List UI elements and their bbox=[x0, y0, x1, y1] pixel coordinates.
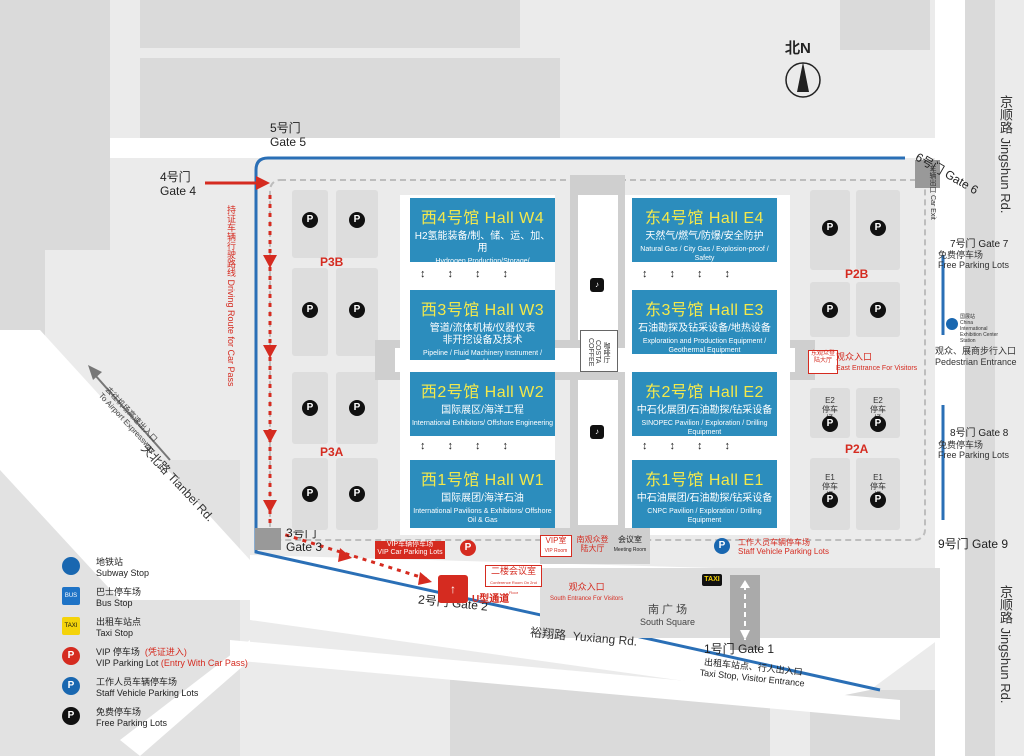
free-parking-icon: P bbox=[822, 220, 838, 236]
free-parking-icon: P bbox=[302, 400, 318, 416]
free-parking-icon: P bbox=[822, 302, 838, 318]
free-parking-icon: P bbox=[870, 220, 886, 236]
jingshun-road-label: 京顺路 Jingshun Rd. bbox=[998, 95, 1013, 214]
vip-parking-icon: P bbox=[62, 647, 80, 665]
cafe: 咖啡厅 COSTA COFFEE bbox=[580, 330, 618, 372]
corridor-arrows: ↕↕↕↕ bbox=[420, 268, 530, 280]
north-road bbox=[110, 138, 935, 158]
bus-icon: BUS bbox=[62, 587, 80, 605]
restaurant-icon: ♪ bbox=[590, 278, 604, 292]
zone-p2a: P2A bbox=[845, 442, 869, 456]
free-parking-icon: P bbox=[822, 416, 838, 432]
south-visitor-hall: 南观众登陆大厅 bbox=[576, 535, 609, 553]
bg-block bbox=[965, 0, 995, 756]
east-hall-box: 东观众登陆大厅 bbox=[808, 350, 838, 374]
vip-parking-icon: P bbox=[460, 540, 476, 556]
u-turn-icon: ↑ bbox=[438, 575, 468, 603]
free-parking-icon: P bbox=[62, 707, 80, 725]
zone-p2b: P2B bbox=[845, 267, 869, 281]
bg-block bbox=[140, 0, 520, 48]
restaurant-icon: ♪ bbox=[590, 425, 604, 439]
zone-p3b: P3B bbox=[320, 255, 344, 269]
gate-1: 1号门 Gate 1 bbox=[704, 642, 775, 656]
corridor-arrows: ↕↕↕↕ bbox=[642, 268, 752, 280]
bg-block bbox=[140, 58, 560, 138]
compass-label: 北N bbox=[785, 40, 811, 57]
free-parking-icon: P bbox=[349, 400, 365, 416]
free-parking-icon: P bbox=[302, 302, 318, 318]
free-parking-icon: P bbox=[870, 302, 886, 318]
free-parking-icon: P bbox=[349, 212, 365, 228]
staff-parking-icon: P bbox=[62, 677, 80, 695]
corridor-arrows: ↕↕↕↕ bbox=[420, 440, 530, 452]
free-parking-icon: P bbox=[870, 416, 886, 432]
free-parking-icon: P bbox=[349, 486, 365, 502]
jingshun-road-label: 京顺路 Jingshun Rd. bbox=[998, 585, 1013, 704]
free-parking-icon: P bbox=[302, 212, 318, 228]
taxi-icon: TAXI bbox=[62, 617, 80, 635]
driving-route-label: 持证车辆行驶路线 Driving Route for Car Pass bbox=[226, 205, 236, 387]
free-parking-icon: P bbox=[870, 492, 886, 508]
subway-icon bbox=[62, 557, 80, 575]
free-parking-icon: P bbox=[822, 492, 838, 508]
subway-station-icon bbox=[946, 318, 958, 330]
zone-p3a: P3A bbox=[320, 445, 344, 459]
gate-8: 8号门 Gate 8 bbox=[950, 428, 1009, 439]
bg-block bbox=[840, 0, 930, 50]
cafe-label: 咖啡厅 COSTA COFFEE bbox=[587, 337, 610, 367]
gate-9: 9号门 Gate 9 bbox=[938, 537, 1009, 551]
gate-7: 7号门 Gate 7 bbox=[950, 239, 1009, 250]
corridor-arrows: ↕↕↕↕ bbox=[642, 440, 752, 452]
free-parking-icon: P bbox=[349, 302, 365, 318]
car-exit-label: 车辆出口 Car Exit bbox=[929, 165, 936, 220]
u-turn-label: U型通道 bbox=[472, 594, 510, 605]
free-parking-icon: P bbox=[302, 486, 318, 502]
staff-parking-icon: P bbox=[714, 538, 730, 554]
taxi-sign: TAXI bbox=[702, 574, 722, 586]
